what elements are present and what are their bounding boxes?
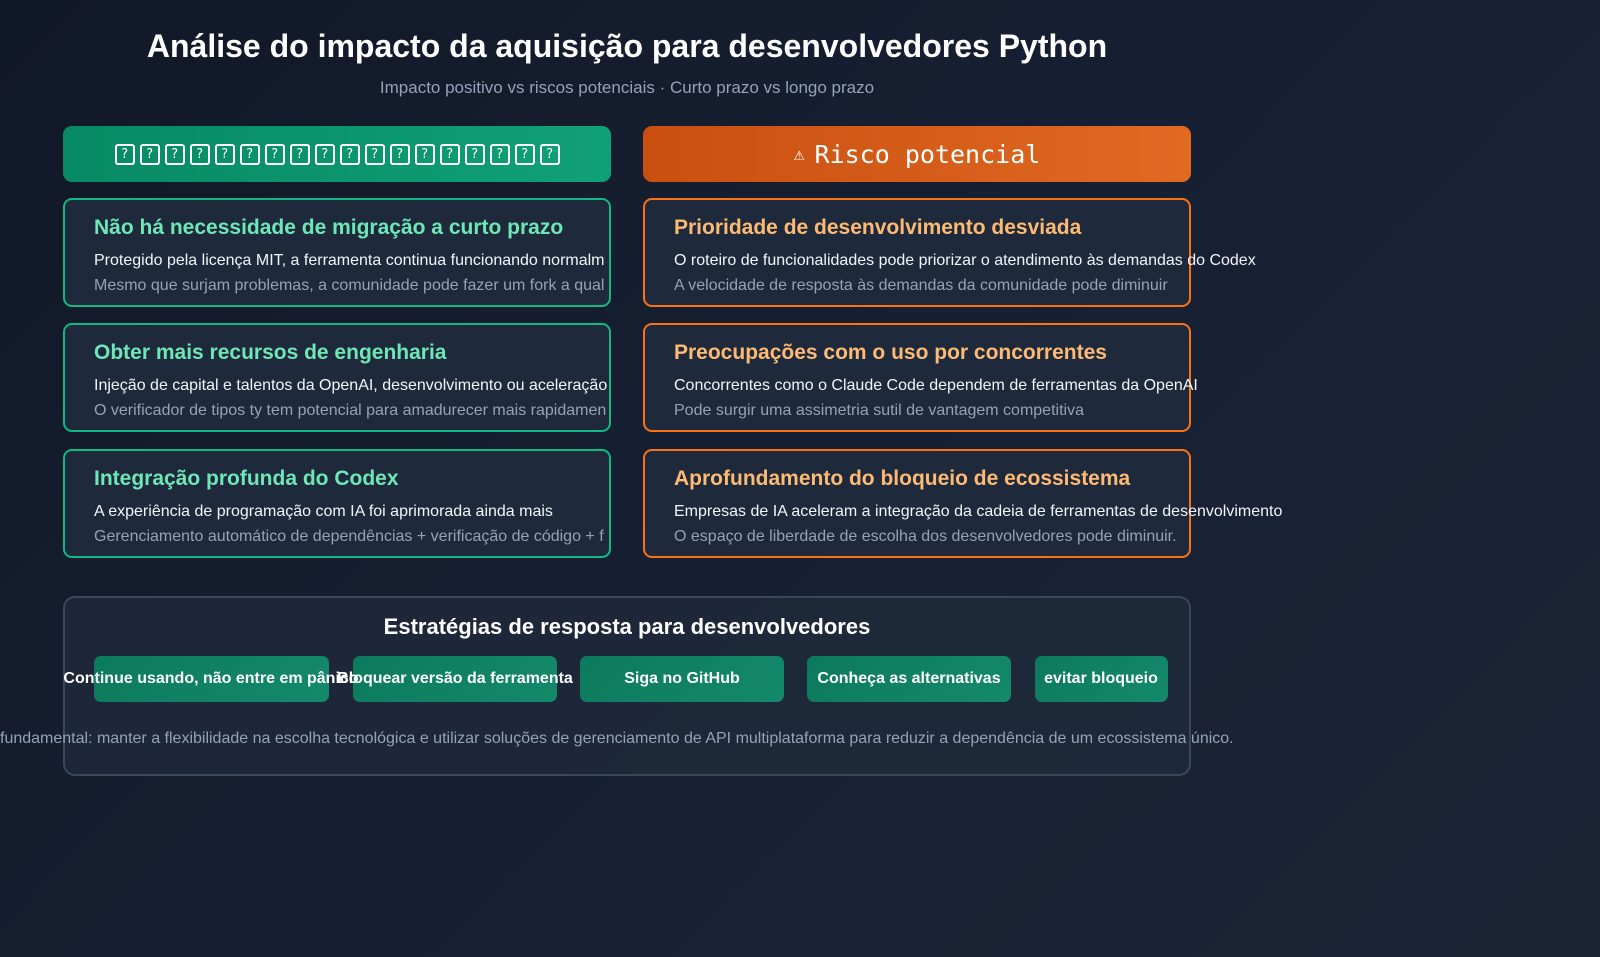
risk-header: ⚠ Risco potencial <box>643 126 1191 182</box>
positive-card: Não há necessidade de migração a curto p… <box>63 198 611 307</box>
page-title: Análise do impacto da aquisição para des… <box>146 28 1108 64</box>
card-line: Concorrentes como o Claude Code dependem… <box>674 377 1198 394</box>
card-subline: A velocidade de resposta às demandas da … <box>674 277 1168 294</box>
card-subline: Mesmo que surjam problemas, a comunidade… <box>94 277 605 294</box>
strategy-button-label[interactable]: evitar bloqueio <box>1044 670 1158 687</box>
missing-glyph-box: ? <box>489 143 510 165</box>
risk-card: Prioridade de desenvolvimento desviada O… <box>643 198 1256 307</box>
strategy-button-alternatives[interactable] <box>807 656 1011 702</box>
strategy-button-label[interactable]: Siga no GitHub <box>624 670 740 687</box>
missing-glyph-box: ? <box>414 143 435 165</box>
missing-glyph-box: ? <box>164 143 185 165</box>
risk-header-label: Risco potencial <box>814 139 1041 169</box>
missing-glyph-box: ? <box>339 143 360 165</box>
page-subtitle: Impacto positivo vs riscos potenciais · … <box>379 78 875 97</box>
missing-glyph-box: ? <box>214 143 235 165</box>
missing-glyph-box: ? <box>464 143 485 165</box>
positive-card: Obter mais recursos de engenharia Injeçã… <box>63 323 611 432</box>
risk-card: Aprofundamento do bloqueio de ecossistem… <box>643 449 1282 558</box>
missing-glyph-box: ? <box>314 143 335 165</box>
card-title: Integração profunda do Codex <box>94 467 399 490</box>
card-subline: Gerenciamento automático de dependências… <box>94 528 604 545</box>
missing-glyph-box: ? <box>239 143 260 165</box>
missing-glyph-box: ? <box>114 143 135 165</box>
strategy-button-follow-github[interactable] <box>580 656 784 702</box>
strategy-button-label[interactable]: Bloquear versão da ferramenta <box>337 670 573 687</box>
card-line: O roteiro de funcionalidades pode priori… <box>674 252 1256 269</box>
missing-glyph-box: ? <box>139 143 160 165</box>
card-title: Preocupações com o uso por concorrentes <box>674 341 1107 364</box>
strategy-button-label[interactable]: Conheça as alternativas <box>817 670 1001 687</box>
card-subline: O verificador de tipos ty tem potencial … <box>94 402 607 419</box>
positive-card: Integração profunda do Codex A experiênc… <box>63 449 611 558</box>
strategies-title: Estratégias de resposta para desenvolved… <box>383 614 871 639</box>
positive-impact-header: ?????????????????? <box>63 126 611 182</box>
strategy-button-keep-using[interactable] <box>94 656 329 702</box>
missing-glyph-box: ? <box>364 143 385 165</box>
strategy-button-avoid-lockin[interactable] <box>1035 656 1168 702</box>
card-subline: O espaço de liberdade de escolha dos des… <box>674 528 1177 545</box>
missing-glyph-box: ? <box>189 143 210 165</box>
missing-glyph-box: ? <box>264 143 285 165</box>
card-subline: Pode surgir uma assimetria sutil de vant… <box>674 402 1084 419</box>
card-line: A experiência de programação com IA foi … <box>94 503 553 520</box>
missing-glyph-box: ? <box>289 143 310 165</box>
warning-icon: ⚠ <box>793 143 805 165</box>
strategies-footer-note: fundamental: manter a flexibilidade na e… <box>0 730 1234 747</box>
strategy-button-label[interactable]: Continue usando, não entre em pânico <box>63 670 359 687</box>
card-line: Injeção de capital e talentos da OpenAI,… <box>94 377 608 394</box>
card-title: Prioridade de desenvolvimento desviada <box>674 216 1082 239</box>
missing-glyph-box: ? <box>439 143 460 165</box>
card-title: Obter mais recursos de engenharia <box>94 341 447 364</box>
missing-glyph-box: ? <box>514 143 535 165</box>
strategy-button-lock-version[interactable] <box>353 656 557 702</box>
card-title: Não há necessidade de migração a curto p… <box>94 216 564 239</box>
risk-card: Preocupações com o uso por concorrentes … <box>643 323 1198 432</box>
positive-impact-header-label: ?????????????????? <box>112 143 562 165</box>
missing-glyph-box: ? <box>389 143 410 165</box>
card-line: Protegido pela licença MIT, a ferramenta… <box>94 252 605 269</box>
card-line: Empresas de IA aceleram a integração da … <box>674 503 1283 520</box>
missing-glyph-box: ? <box>539 143 560 165</box>
card-title: Aprofundamento do bloqueio de ecossistem… <box>674 467 1131 490</box>
